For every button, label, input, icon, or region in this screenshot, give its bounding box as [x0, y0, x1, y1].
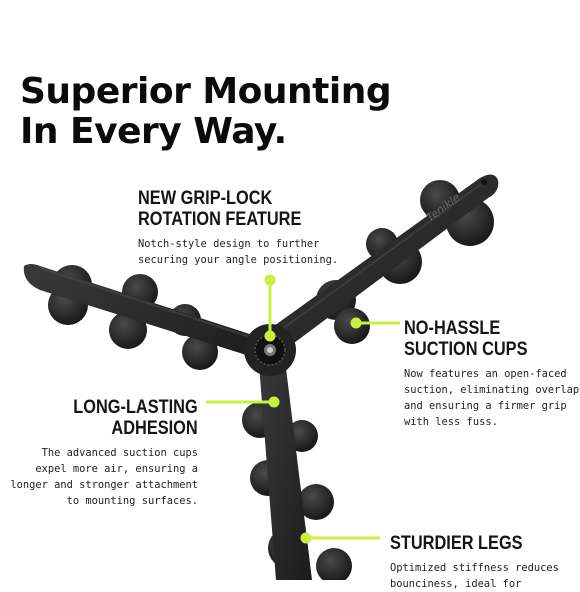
page-headline: Superior Mounting In Every Way.	[20, 71, 392, 152]
feature-no-hassle: NO-HASSLE SUCTION CUPS Now features an o…	[404, 318, 580, 430]
headline-line-1: Superior Mounting	[20, 71, 392, 112]
feature-title-line: NO-HASSLE	[404, 318, 501, 339]
feature-desc-line: with less fuss.	[404, 416, 498, 428]
feature-desc-line: Now features an open-faced	[404, 368, 567, 380]
feature-sturdier-legs: STURDIER LEGS Optimized stiffness reduce…	[390, 533, 559, 592]
feature-title-line: ROTATION FEATURE	[138, 209, 302, 230]
feature-desc-line: bounciness, ideal for	[390, 578, 522, 590]
feature-title-line: STURDIER LEGS	[390, 533, 523, 554]
feature-desc-line: longer and stronger attachment	[10, 479, 198, 491]
feature-description: Optimized stiffness reduces bounciness, …	[390, 560, 559, 592]
tripod-product-illustration: Tenikle	[23, 174, 499, 580]
feature-desc-line: and ensuring a firmer grip	[404, 400, 567, 412]
feature-title-line: LONG-LASTING	[73, 397, 198, 418]
feature-desc-line: suction, eliminating overlaps	[404, 384, 580, 396]
feature-description: Now features an open-faced suction, elim…	[404, 366, 580, 430]
bottom-leg	[242, 352, 352, 580]
feature-desc-line: The advanced suction cups	[41, 447, 198, 459]
center-hub	[244, 324, 296, 376]
right-leg	[260, 174, 499, 352]
feature-desc-line: securing your angle positioning.	[138, 254, 339, 266]
left-leg	[23, 264, 268, 370]
feature-title: NO-HASSLE SUCTION CUPS	[404, 318, 560, 360]
feature-desc-line: to mounting surfaces.	[66, 495, 198, 507]
feature-title-line: NEW GRIP-LOCK	[138, 188, 273, 209]
feature-long-lasting: LONG-LASTING ADHESION The advanced sucti…	[10, 397, 198, 509]
feature-desc-line: Notch-style design to further	[138, 238, 320, 250]
feature-title: LONG-LASTING ADHESION	[37, 397, 198, 439]
feature-description: Notch-style design to further securing y…	[138, 236, 338, 268]
callout-lines	[206, 274, 400, 544]
feature-title: STURDIER LEGS	[390, 533, 535, 554]
feature-description: The advanced suction cups expel more air…	[10, 445, 198, 509]
feature-desc-line: expel more air, ensuring a	[35, 463, 198, 475]
feature-title-line: ADHESION	[111, 418, 198, 439]
feature-grip-lock: NEW GRIP-LOCK ROTATION FEATURE Notch-sty…	[138, 188, 338, 268]
feature-title: NEW GRIP-LOCK ROTATION FEATURE	[138, 188, 310, 230]
feature-desc-line: Optimized stiffness reduces	[390, 562, 559, 574]
headline-line-2: In Every Way.	[20, 111, 287, 152]
feature-title-line: SUCTION CUPS	[404, 339, 528, 360]
